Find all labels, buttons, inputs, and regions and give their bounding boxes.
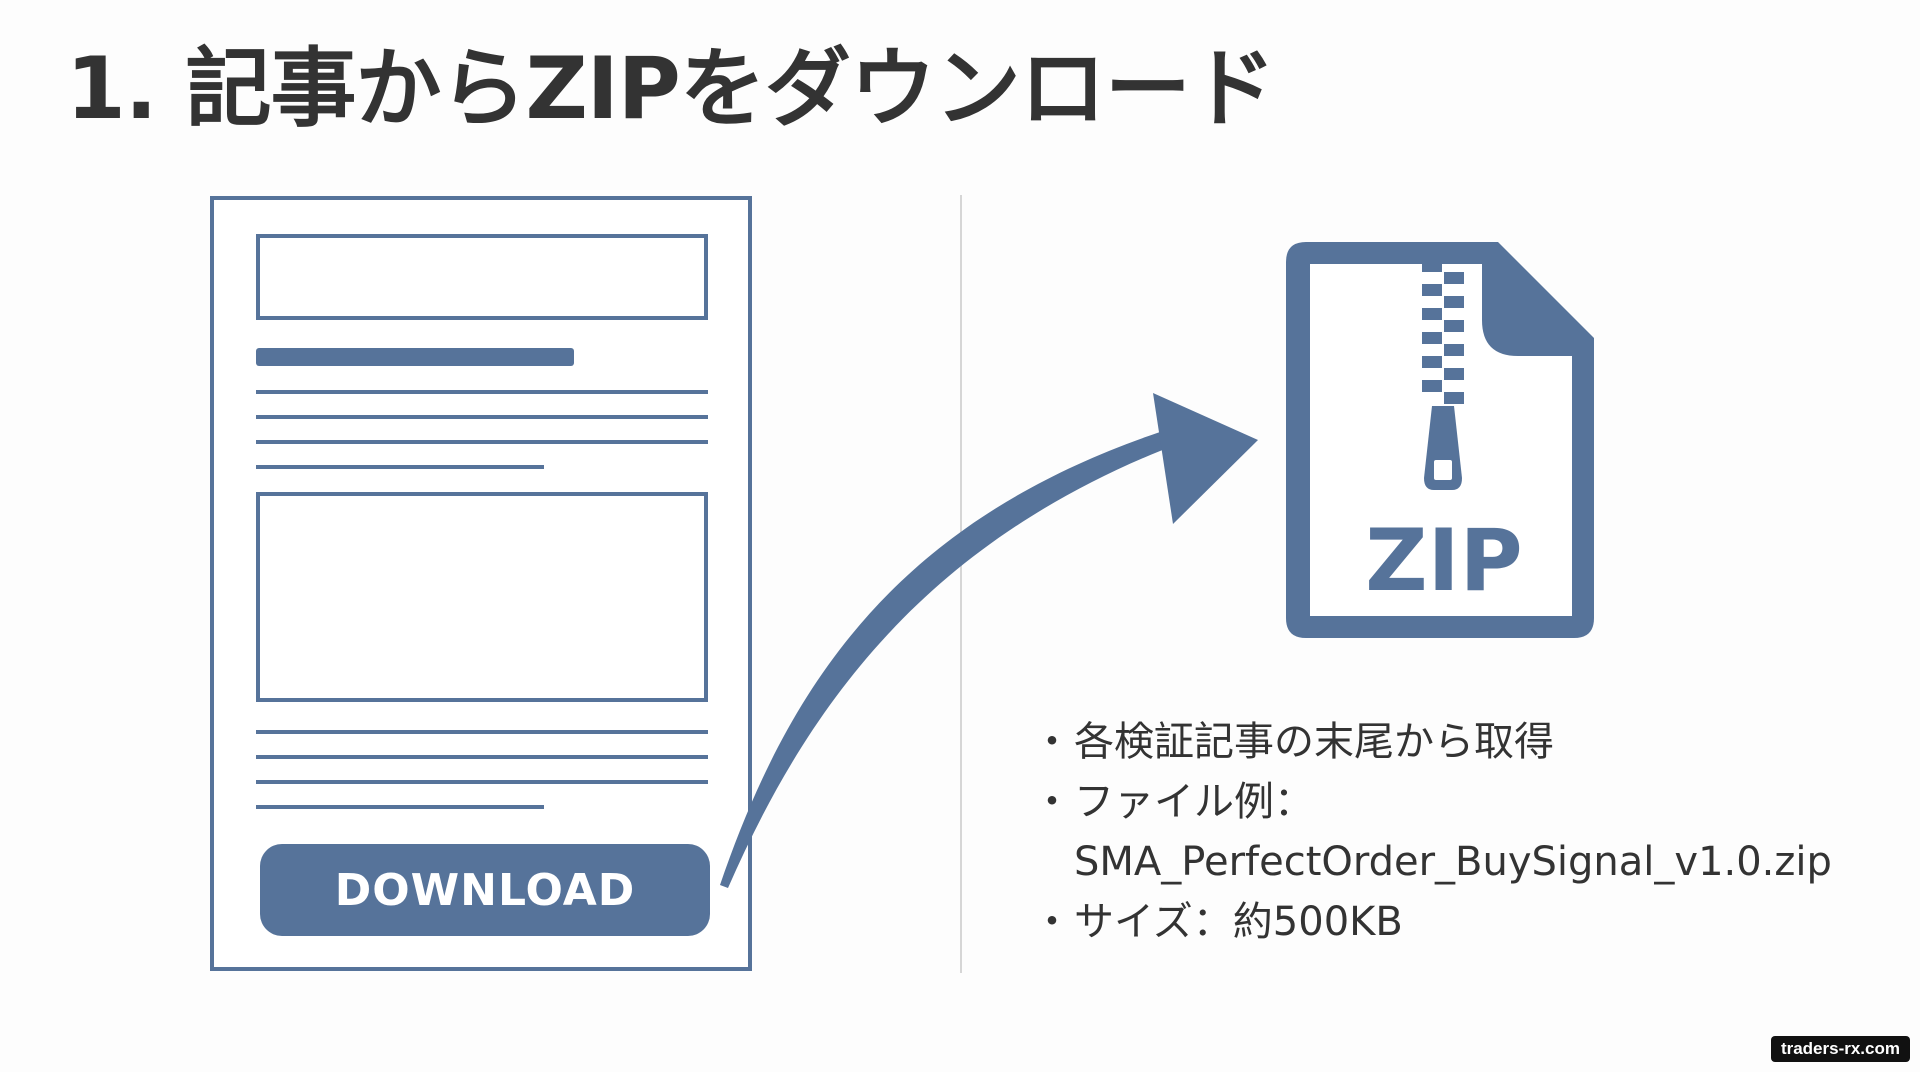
article-text-line	[256, 465, 544, 469]
info-item-filename-value: SMA_PerfectOrder_BuySignal_v1.0.zip	[1074, 839, 1832, 885]
info-list: 各検証記事の末尾から取得 ファイル例： SMA_PerfectOrder_Buy…	[1032, 712, 1832, 952]
info-item-filename: ファイル例： SMA_PerfectOrder_BuySignal_v1.0.z…	[1032, 772, 1832, 892]
info-item-filename-label: ファイル例：	[1074, 779, 1314, 825]
article-text-line	[256, 440, 708, 444]
download-button[interactable]: DOWNLOAD	[260, 844, 710, 936]
zip-label: ZIP	[1365, 511, 1522, 611]
info-item-size-text: サイズ：約500KB	[1074, 899, 1403, 945]
article-image-box	[256, 492, 708, 702]
article-text-line	[256, 730, 708, 734]
article-header-box	[256, 234, 708, 320]
article-text-line	[256, 390, 708, 394]
info-item-source-text: 各検証記事の末尾から取得	[1074, 719, 1554, 765]
article-heading-bar	[256, 348, 574, 366]
info-item-size: サイズ：約500KB	[1032, 892, 1832, 952]
info-item-source: 各検証記事の末尾から取得	[1032, 712, 1832, 772]
article-text-line	[256, 755, 708, 759]
watermark-badge: traders-rx.com	[1770, 1036, 1910, 1062]
zip-file-icon: ZIP	[1286, 242, 1594, 638]
article-text-line	[256, 415, 708, 419]
article-text-line	[256, 780, 708, 784]
article-text-line	[256, 805, 544, 809]
page-title: 1. 記事からZIPをダウンロード	[66, 39, 1276, 139]
divider	[960, 195, 962, 973]
article-document-icon: DOWNLOAD	[210, 196, 752, 971]
